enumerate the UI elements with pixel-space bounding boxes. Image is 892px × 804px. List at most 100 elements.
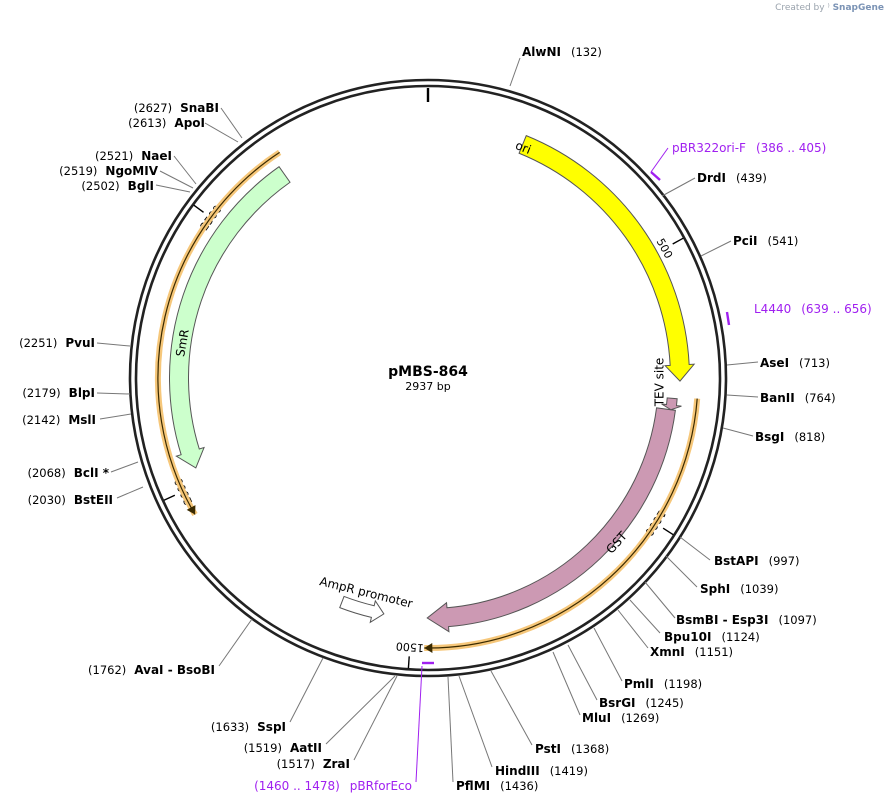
enzyme-label-text: SphI(1039)	[700, 582, 779, 596]
feature-arrow-tev-site	[661, 397, 682, 411]
enzyme-label-text: PstI (1368)	[535, 742, 609, 756]
enzyme-leader-line	[159, 170, 194, 189]
enzyme-position: (1097)	[778, 613, 816, 627]
enzyme-label-text: (2521) NaeI	[95, 149, 172, 163]
enzyme-name: BstEII	[74, 493, 113, 507]
primer-label: pBR322ori-F(386 .. 405)	[672, 141, 826, 155]
enzyme-site-xmni	[617, 609, 649, 649]
enzyme-leader-line	[617, 609, 649, 649]
enzyme-site-sspi	[289, 657, 324, 723]
enzyme-site-sphi	[665, 555, 698, 588]
enzyme-position: (1368)	[571, 742, 609, 756]
enzyme-label-banii: BanII(764)	[760, 391, 836, 405]
enzyme-site-msli	[99, 413, 132, 420]
tick-2500	[193, 204, 204, 213]
enzyme-label-text: (1633)SspI	[211, 720, 286, 734]
enzyme-name: SnaBI	[180, 101, 219, 115]
enzyme-name: Bpu10I	[664, 630, 711, 644]
feature-label-ori: ori	[513, 138, 533, 157]
enzyme-label-pmli: PmlI(1198)	[624, 677, 702, 691]
enzyme-site-mlui	[552, 651, 581, 716]
enzyme-leader-line	[447, 676, 454, 783]
backbone-inner-circle	[134, 84, 722, 672]
primer-pbrforeco: (1460 .. 1478)pBRforEco	[254, 661, 434, 793]
enzyme-position: (2521)	[95, 149, 133, 163]
enzyme-label-blpi: (2179)BlpI	[22, 386, 95, 400]
enzyme-label-bpu10i: Bpu10I (1124)	[664, 630, 760, 644]
enzyme-label-text: (2251)PvuI	[19, 336, 95, 350]
enzyme-name: AseI	[760, 356, 789, 370]
primer-name: L4440	[754, 302, 791, 316]
enzyme-site-banii	[726, 394, 759, 398]
feature-label-smr: SmR	[173, 328, 192, 358]
enzyme-position: (2030)	[28, 493, 66, 507]
enzyme-name: HindIII	[495, 764, 540, 778]
primer-mark	[650, 171, 661, 181]
snapgene-logo-icon: ⁾	[827, 3, 830, 13]
enzyme-position: (1151)	[695, 645, 733, 659]
enzyme-leader-line	[99, 413, 132, 420]
enzyme-position: (2627)	[134, 101, 172, 115]
enzyme-name: MslI	[68, 413, 96, 427]
feature-arrows	[168, 134, 696, 633]
enzyme-label-text: (2613)ApoI	[128, 116, 205, 130]
orf-arc-1	[155, 149, 282, 517]
enzyme-position: (1519)	[244, 741, 282, 755]
enzyme-site-ngomiv	[159, 170, 194, 189]
enzyme-site-bsrgi	[567, 644, 598, 701]
enzyme-leader-line	[173, 155, 197, 185]
enzyme-leader-line	[490, 670, 533, 746]
enzyme-site-bstapi	[679, 536, 711, 561]
enzyme-site-bgli	[155, 184, 191, 193]
enzyme-label-zrai: (1517)ZraI	[277, 757, 350, 771]
enzyme-leader-line	[218, 618, 253, 667]
enzyme-label-text: (2068)BclI *	[27, 466, 109, 480]
enzyme-position: (2251)	[19, 336, 57, 350]
enzyme-label-sphi: SphI(1039)	[700, 582, 779, 596]
enzyme-name: NaeI	[141, 149, 172, 163]
enzyme-name: ZraI	[323, 757, 350, 771]
enzyme-label-text: PmlI(1198)	[624, 677, 702, 691]
enzyme-position: (1124)	[721, 630, 759, 644]
enzyme-label-text: BstAPI(997)	[714, 554, 800, 568]
enzyme-position: (1198)	[664, 677, 702, 691]
enzyme-label-bcli: (2068)BclI *	[27, 466, 109, 480]
backbone-ring	[128, 78, 728, 678]
enzyme-label-text: (2502)BglI	[81, 179, 154, 193]
enzyme-position: (2179)	[22, 386, 60, 400]
primer-name: pBRforEco	[350, 779, 412, 793]
enzyme-label-text: (2142)MslI	[22, 413, 96, 427]
primer-range: (639 .. 656)	[801, 302, 871, 316]
tick-1500	[407, 656, 410, 669]
primer-l4440: L4440 (639 .. 656)	[725, 302, 872, 326]
enzyme-label-text: (2179)BlpI	[22, 386, 95, 400]
enzyme-leader-line	[289, 657, 324, 723]
snapgene-watermark: Created by ⁾ SnapGene	[775, 3, 884, 13]
enzyme-leader-lines	[96, 57, 759, 783]
enzyme-label-text: XmnI(1151)	[650, 645, 733, 659]
enzyme-label-sspi: (1633)SspI	[211, 720, 286, 734]
watermark-prefix: Created by	[775, 3, 825, 13]
enzyme-leader-line	[458, 675, 493, 768]
primer-pbr322ori-f: pBR322ori-F(386 .. 405)	[650, 141, 826, 181]
enzyme-leader-line	[661, 177, 696, 197]
enzyme-position: (2068)	[27, 466, 65, 480]
enzyme-leader-line	[567, 644, 598, 701]
enzyme-site-avai-bsobi	[218, 618, 253, 667]
enzyme-name: PstI	[535, 742, 561, 756]
enzyme-name: BglI	[128, 179, 154, 193]
enzyme-site-pmli	[593, 627, 623, 682]
enzyme-position: (541)	[768, 234, 799, 248]
enzyme-site-asei	[726, 361, 759, 366]
tick-label-1500: 1500	[395, 639, 424, 654]
primer-label: L4440 (639 .. 656)	[754, 302, 872, 316]
enzyme-label-psti: PstI (1368)	[535, 742, 609, 756]
enzyme-position: (1039)	[740, 582, 778, 596]
enzyme-leader-line	[644, 581, 676, 619]
enzyme-label-text: (1519)AatII	[244, 741, 322, 755]
enzyme-position: (2519)	[59, 164, 97, 178]
primer-label: (1460 .. 1478)pBRforEco	[254, 779, 412, 793]
enzyme-label-pcii: PciI(541)	[733, 234, 798, 248]
enzyme-label-text: AlwNI(132)	[522, 45, 602, 59]
